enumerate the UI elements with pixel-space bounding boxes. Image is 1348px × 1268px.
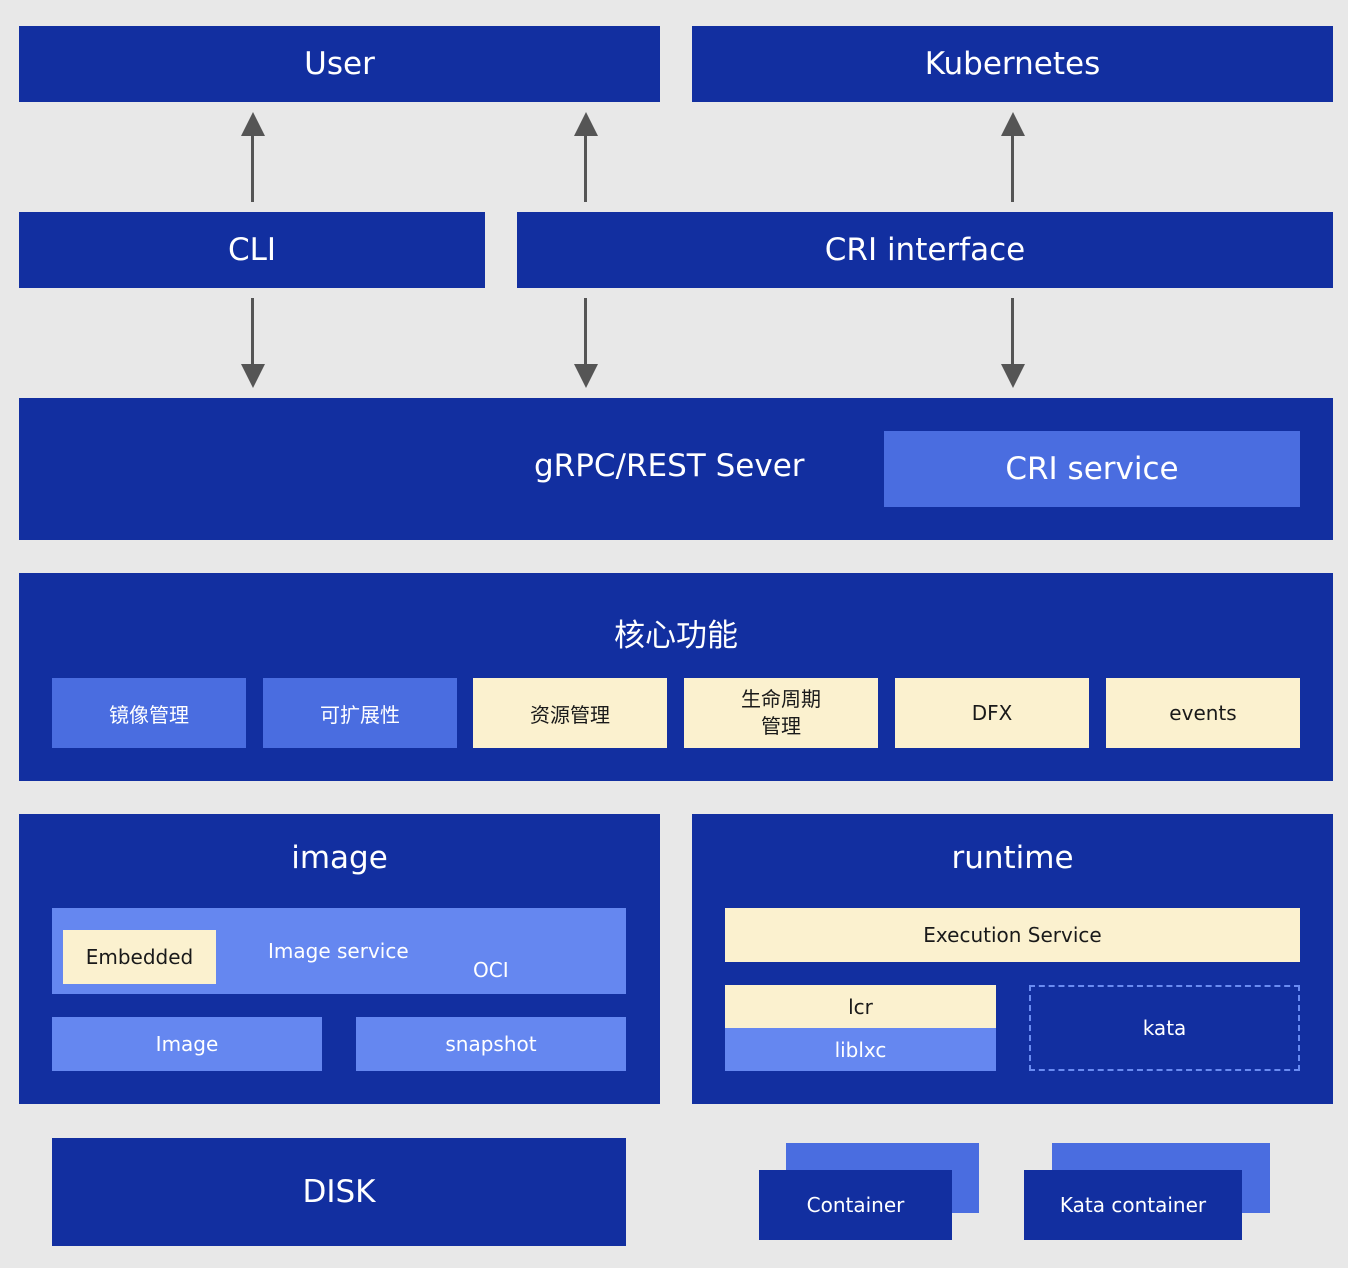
core-item-label: events [1169,701,1237,725]
image-service-label: Image service [268,939,409,963]
core-item-label: DFX [971,701,1013,725]
core-item-label: 可扩展性 [320,702,400,727]
snapshot-label: snapshot [445,1032,537,1056]
lcr-label: lcr [848,994,873,1019]
oci-label: OCI [473,958,509,982]
disk-box: DISK [52,1138,626,1246]
arrow-cri-to-kubernetes [998,112,1028,202]
cli-box: CLI [19,212,485,288]
runtime-module-title: runtime [951,840,1074,876]
container-label: Container [806,1193,905,1217]
liblxc-label: liblxc [834,1037,887,1062]
arrow-cri-to-server-right [998,298,1028,388]
kubernetes-box: Kubernetes [692,26,1333,102]
kubernetes-label: Kubernetes [924,46,1101,82]
core-item-label-line1: 生命周期 [741,687,821,711]
cri-service-box: CRI service [884,431,1300,507]
kata-box: kata [1029,985,1300,1071]
arrow-cli-to-server [238,298,268,388]
grpc-rest-server-label: gRPC/REST Sever [534,448,805,484]
embedded-box: Embedded [63,930,216,984]
image-store-box: Image [52,1017,322,1071]
kata-label: kata [1142,1016,1187,1040]
cri-service-label: CRI service [1005,451,1179,487]
kata-container-label: Kata container [1059,1193,1207,1217]
core-item-image-management: 镜像管理 [52,678,246,748]
core-item-label-line2: 管理 [761,714,801,738]
liblxc-box: liblxc [725,1028,996,1071]
arrow-cli-to-user [238,112,268,202]
user-label: User [304,46,375,82]
core-functions-box [19,573,1333,781]
core-item-dfx: DFX [895,678,1089,748]
container-box: Container [759,1170,952,1240]
core-item-label: 镜像管理 [109,702,189,727]
cri-interface-box: CRI interface [517,212,1333,288]
lcr-box: lcr [725,985,996,1028]
snapshot-box: snapshot [356,1017,626,1071]
embedded-label: Embedded [85,945,194,969]
core-functions-title: 核心功能 [614,618,738,654]
image-store-label: Image [155,1032,219,1056]
image-module-title: image [291,840,388,876]
core-item-lifecycle-management: 生命周期 管理 [684,678,878,748]
core-item-events: events [1106,678,1300,748]
cli-label: CLI [227,232,277,268]
user-box: User [19,26,660,102]
core-item-extensibility: 可扩展性 [263,678,457,748]
core-item-resource-management: 资源管理 [473,678,667,748]
cri-interface-label: CRI interface [824,232,1026,268]
disk-label: DISK [302,1174,376,1210]
arrow-cri-to-user [571,112,601,202]
arrow-cri-to-server-left [571,298,601,388]
execution-service-box: Execution Service [725,908,1300,962]
execution-service-label: Execution Service [923,923,1102,947]
kata-container-box: Kata container [1024,1170,1242,1240]
core-item-label: 资源管理 [530,702,610,727]
